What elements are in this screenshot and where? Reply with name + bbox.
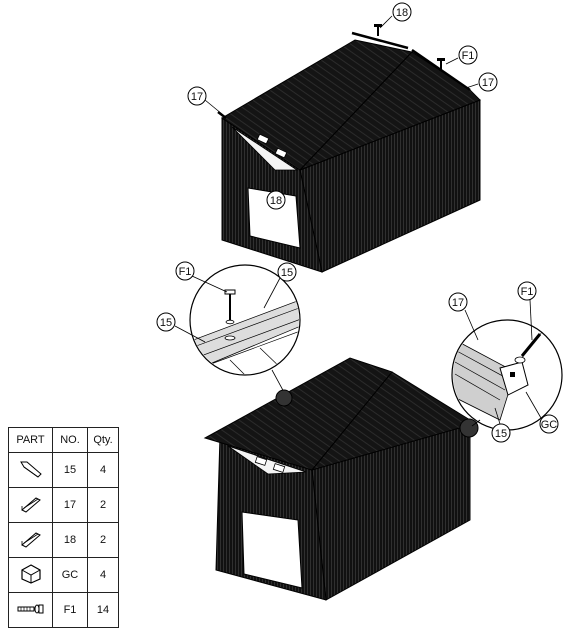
callout-right-f1: F1 bbox=[517, 281, 537, 341]
part-number: 15 bbox=[52, 452, 88, 488]
svg-text:17: 17 bbox=[452, 297, 464, 309]
svg-text:18: 18 bbox=[270, 195, 282, 207]
ridge-detail-left bbox=[189, 264, 301, 395]
svg-text:17: 17 bbox=[482, 77, 494, 89]
part-qty: 4 bbox=[87, 452, 119, 488]
header-part: PART bbox=[8, 427, 53, 453]
screw-icon bbox=[8, 592, 53, 628]
callout-mid-15-left: 15 bbox=[156, 312, 206, 343]
parts-table-header: PART NO. Qty. bbox=[8, 427, 119, 453]
header-qty: Qty. bbox=[87, 427, 119, 453]
ridge-cap-icon bbox=[8, 522, 53, 558]
table-row: 15 4 bbox=[8, 452, 119, 488]
part-number: F1 bbox=[52, 592, 88, 628]
bottom-shed bbox=[203, 357, 479, 601]
part-qty: 4 bbox=[87, 557, 119, 593]
svg-text:15: 15 bbox=[281, 267, 293, 279]
table-row: 18 2 bbox=[8, 522, 119, 558]
table-row: 17 2 bbox=[8, 487, 119, 523]
callout-right-15: 15 bbox=[491, 407, 511, 443]
svg-text:17: 17 bbox=[191, 91, 203, 103]
callout-top-17-left: 17 bbox=[187, 86, 223, 115]
callout-right-gc: GC bbox=[525, 391, 559, 434]
part-number: GC bbox=[52, 557, 88, 593]
svg-text:15: 15 bbox=[495, 428, 507, 440]
table-row: F1 14 bbox=[8, 592, 119, 628]
gable-cap-icon bbox=[8, 557, 53, 593]
callout-top-18: 18 bbox=[379, 2, 412, 29]
callout-mid-15-right: 15 bbox=[263, 262, 297, 309]
callout-top-18-door: 18 bbox=[266, 190, 286, 210]
callout-right-17: 17 bbox=[448, 292, 479, 341]
header-no: NO. bbox=[52, 427, 88, 453]
callout-top-f1: F1 bbox=[445, 45, 478, 65]
table-row: GC 4 bbox=[8, 557, 119, 593]
top-shed bbox=[217, 24, 481, 273]
svg-text:F1: F1 bbox=[462, 50, 475, 62]
part-qty: 14 bbox=[87, 592, 119, 628]
angle-bracket-icon bbox=[8, 452, 53, 488]
svg-text:F1: F1 bbox=[521, 286, 534, 298]
callout-top-17-right: 17 bbox=[465, 72, 498, 92]
callout-mid-f1: F1 bbox=[175, 261, 228, 293]
svg-text:GC: GC bbox=[541, 419, 558, 431]
part-qty: 2 bbox=[87, 522, 119, 558]
svg-text:18: 18 bbox=[396, 7, 408, 19]
svg-text:F1: F1 bbox=[179, 266, 192, 278]
gable-cap-detail-right bbox=[451, 319, 563, 431]
svg-text:15: 15 bbox=[160, 317, 172, 329]
part-number: 17 bbox=[52, 487, 88, 523]
part-qty: 2 bbox=[87, 487, 119, 523]
ridge-cap-icon bbox=[8, 487, 53, 523]
part-number: 18 bbox=[52, 522, 88, 558]
parts-table: PART NO. Qty. 15 4 17 2 18 2 bbox=[8, 427, 119, 628]
